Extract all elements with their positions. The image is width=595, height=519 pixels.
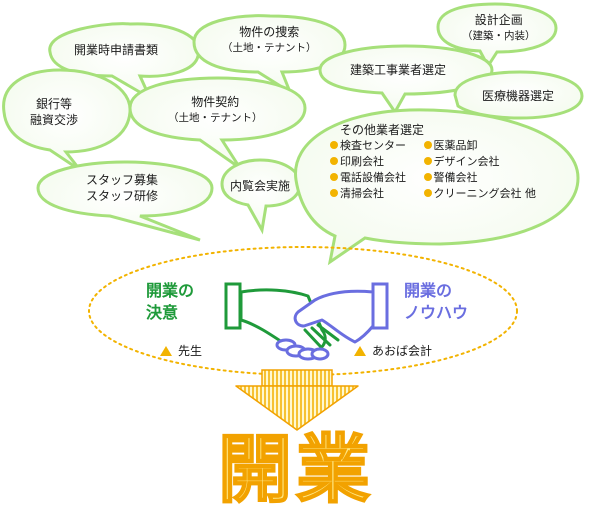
right-line1: 開業の — [404, 281, 453, 300]
right-party-name: あおば会計 — [372, 344, 433, 358]
staff-label: スタッフ募集 スタッフ研修 — [86, 172, 158, 204]
vendor-row: 検査センター 医薬品卸 — [330, 138, 536, 154]
down-arrow-icon — [235, 369, 359, 431]
contractor-label: 建築工事業者選定 — [350, 63, 447, 77]
property-contract-title: 物件契約 — [191, 95, 240, 109]
left-party: 先生 — [160, 342, 202, 359]
vendor-item: 医薬品卸 — [433, 139, 478, 152]
vendor-item: 電話設備会社 — [340, 171, 406, 184]
vendor-list: その他業者選定 検査センター 医薬品卸 印刷会社 デザイン会社 電話設備会社 警… — [330, 122, 536, 202]
vendor-item: 警備会社 — [433, 171, 478, 184]
bullet-dot-icon — [330, 157, 338, 165]
bubble-design-plan — [436, 2, 558, 69]
right-party: あおば会計 — [354, 342, 432, 359]
triangle-icon — [160, 346, 172, 356]
bank-label: 銀行等 融資交渉 — [30, 96, 78, 128]
vendor-item: 清掃会社 — [340, 187, 384, 200]
bullet-dot-icon — [423, 189, 432, 197]
bubble-vendors — [294, 108, 580, 266]
bank-line2: 融資交渉 — [30, 113, 79, 127]
left-party-name: 先生 — [178, 344, 203, 358]
bubble-staff — [36, 160, 214, 242]
staff-line1: スタッフ募集 — [86, 173, 159, 187]
design-plan-title: 設計企画 — [474, 13, 523, 27]
design-plan-sub: （建築・内装） — [462, 30, 536, 42]
right-line2: ノウハウ — [404, 303, 469, 322]
design-plan-label: 設計企画 （建築・内装） — [462, 12, 536, 44]
bubble-property-contract — [128, 76, 307, 170]
bubble-preview — [220, 158, 302, 235]
vendor-item: クリーニング会社 他 — [433, 187, 537, 200]
bullet-dot-icon — [330, 141, 338, 149]
bullet-dot-icon — [330, 173, 338, 181]
property-search-title: 物件の捜索 — [239, 25, 300, 39]
left-decision-label: 開業の 決意 — [146, 280, 194, 324]
vendor-item: デザイン会社 — [433, 155, 500, 168]
bullet-dot-icon — [423, 157, 432, 165]
vendor-item: 印刷会社 — [340, 155, 384, 168]
property-search-label: 物件の捜索 （土地・テナント） — [222, 24, 317, 56]
speech-bubbles — [2, 2, 584, 266]
bank-line1: 銀行等 — [36, 97, 73, 111]
bullet-dot-icon — [423, 141, 432, 149]
staff-line2: スタッフ研修 — [86, 189, 159, 203]
property-search-sub: （土地・テナント） — [222, 42, 317, 54]
opening-docs-label: 開業時申請書類 — [74, 43, 159, 57]
triangle-icon — [354, 346, 366, 356]
opening-result-title: 開業 — [217, 426, 374, 514]
vendor-row: 電話設備会社 警備会社 — [330, 170, 536, 186]
preview-label: 内覧会実施 — [230, 179, 291, 193]
vendor-item: 検査センター — [340, 139, 406, 152]
bullet-dot-icon — [330, 189, 338, 197]
property-contract-label: 物件契約 （土地・テナント） — [168, 94, 263, 126]
bubble-property-search — [192, 14, 347, 96]
vendor-row: 清掃会社 クリーニング会社 他 — [330, 186, 536, 202]
vendor-title: その他業者選定 — [340, 123, 425, 137]
left-line1: 開業の — [146, 281, 195, 300]
vendor-row: 印刷会社 デザイン会社 — [330, 154, 536, 170]
property-contract-sub: （土地・テナント） — [168, 112, 263, 124]
right-knowhow-label: 開業の ノウハウ — [404, 280, 468, 324]
bubble-contractor — [318, 44, 494, 115]
left-line2: 決意 — [146, 303, 179, 322]
handshake-icon — [224, 282, 389, 361]
bullet-dot-icon — [423, 173, 432, 181]
medical-equipment-label: 医療機器選定 — [482, 89, 555, 103]
